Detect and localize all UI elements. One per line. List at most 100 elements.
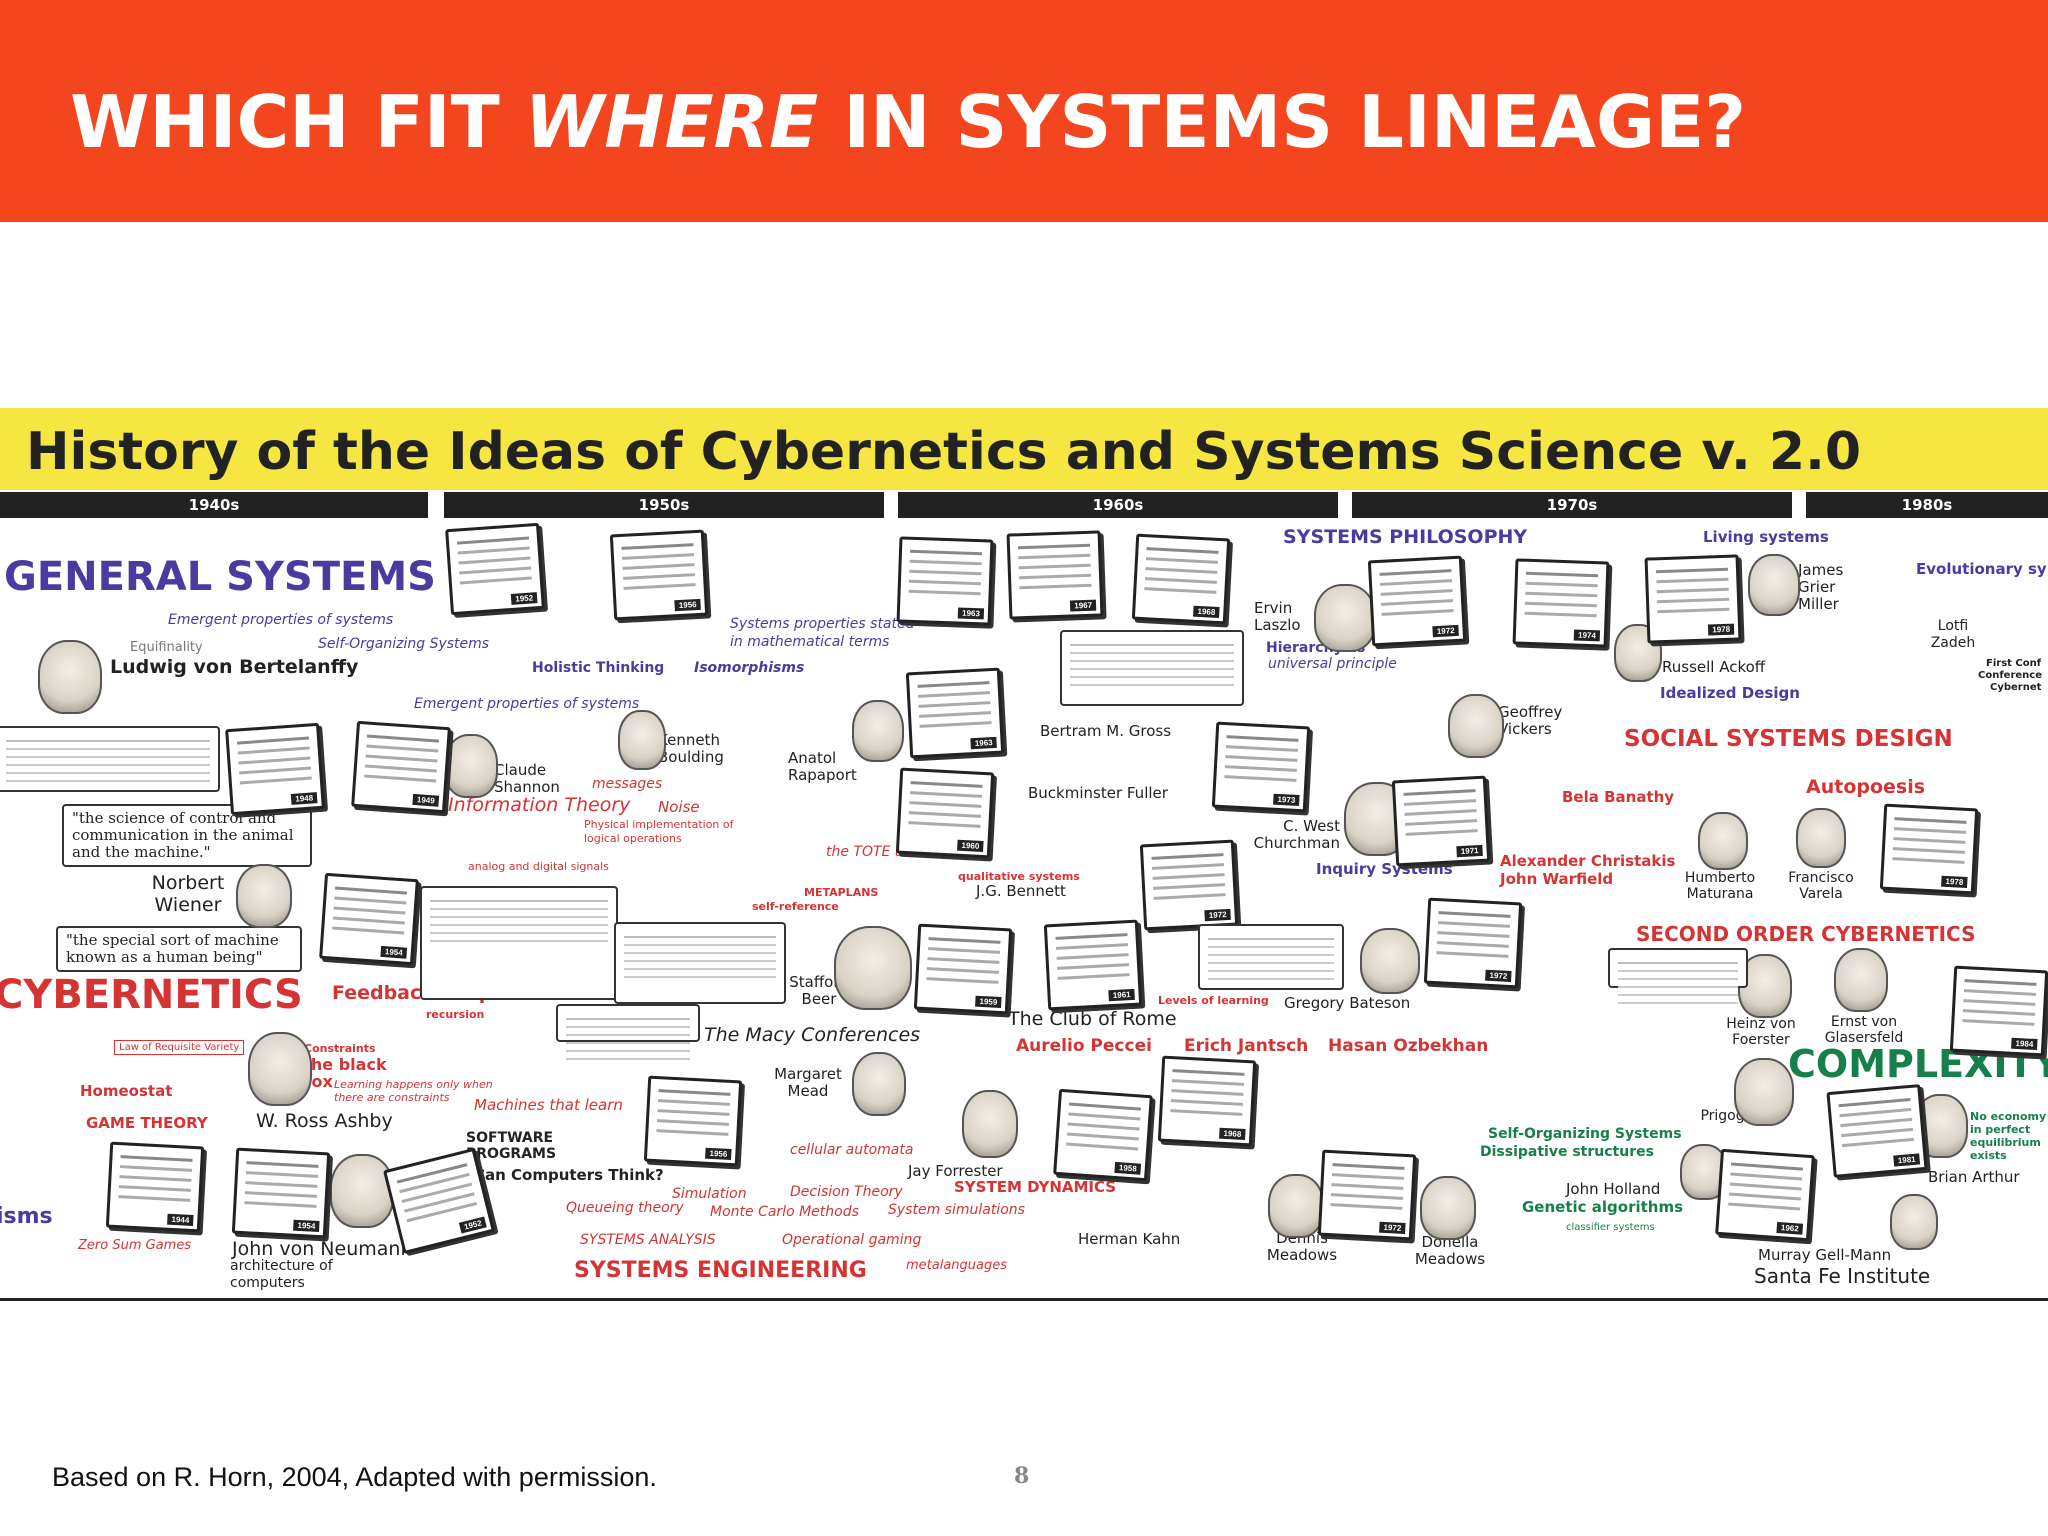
- concept-label: Noise: [658, 798, 700, 816]
- concept-label: No economy: [1970, 1110, 2047, 1123]
- heading-living-systems: Living systems: [1703, 528, 1829, 546]
- person-name: Ervin Laszlo: [1254, 599, 1301, 634]
- text-note: [556, 1004, 700, 1042]
- person-name: W. Ross Ashby: [256, 1110, 393, 1132]
- text-note: [1060, 630, 1244, 706]
- portrait-image: [1314, 584, 1376, 652]
- decade-bar: 1960s: [898, 492, 1338, 518]
- heading-evolutionary: Evolutionary sy: [1916, 560, 2047, 578]
- book-card: 1978: [1879, 803, 1979, 895]
- portrait-image: [330, 1154, 394, 1228]
- book-card: 1963: [896, 536, 994, 626]
- concept-label: Physical implementation of: [584, 818, 734, 831]
- concept-label: Operational gaming: [782, 1232, 922, 1248]
- slide-footer-credit: Based on R. Horn, 2004, Adapted with per…: [52, 1462, 657, 1492]
- book-card: 1954: [319, 872, 419, 966]
- portrait-image: [1420, 1176, 1476, 1240]
- heading-cybernetics: CYBERNETICS: [0, 972, 303, 1018]
- person-name: Geoffrey Vickers: [1498, 703, 1563, 738]
- text-note: [1198, 924, 1344, 990]
- concept-label: exists: [1970, 1149, 2007, 1162]
- concept-label: PROGRAMS: [466, 1146, 557, 1162]
- concept-label: Idealized Design: [1660, 684, 1800, 702]
- concept-label: System simulations: [888, 1202, 1025, 1218]
- person-name: James Grier Miller: [1798, 561, 1844, 613]
- heading-isms: isms: [0, 1204, 53, 1229]
- portrait-image: [962, 1090, 1018, 1158]
- person-name: Buckminster Fuller: [1028, 784, 1168, 802]
- person-name: Gregory Bateson: [1284, 994, 1411, 1012]
- person-name: Russell Ackoff: [1662, 658, 1766, 676]
- concept-label: Emergent properties of systems: [414, 696, 640, 712]
- person-name: Humberto Maturana: [1684, 870, 1756, 902]
- person-name: J.G. Bennett: [976, 882, 1066, 900]
- concept-label: Equifinality: [130, 640, 203, 655]
- portrait-image: [1268, 1174, 1324, 1238]
- concept-label: analog and digital signals: [468, 860, 609, 873]
- concept-label: architecture of: [230, 1258, 333, 1274]
- concept-label: Self-Organizing Systems: [318, 636, 490, 652]
- book-card: 1972: [1317, 1149, 1417, 1241]
- person-name: Aurelio Peccei: [1016, 1036, 1152, 1056]
- concept-label: Constraints: [304, 1042, 376, 1055]
- concept-label: Simulation: [672, 1186, 747, 1202]
- portrait-image: [444, 734, 498, 798]
- person-name: Francisco Varela: [1788, 870, 1854, 902]
- person-name: Anatol Rapaport: [788, 749, 857, 784]
- concept-label: Systems properties stated: [730, 616, 915, 632]
- person-name: Jay Forrester: [908, 1162, 1003, 1180]
- portrait-image: [834, 926, 912, 1010]
- concept-label: recursion: [426, 1008, 485, 1021]
- concept-label: Law of Requisite Variety: [114, 1040, 245, 1055]
- concept-label: messages: [592, 776, 663, 792]
- heading-second-order-cybernetics: SECOND ORDER CYBERNETICS: [1636, 922, 1976, 946]
- person-name: Herman Kahn: [1078, 1230, 1181, 1248]
- concept-label: Decision Theory: [790, 1184, 903, 1200]
- book-card: 1952: [382, 1147, 496, 1255]
- text-note: [1608, 948, 1748, 988]
- book-card: 1944: [105, 1141, 205, 1233]
- person-name: Brian Arthur: [1928, 1168, 2020, 1186]
- book-card: 1960: [895, 767, 995, 859]
- concept-label: Conference: [1978, 670, 2043, 681]
- person-name: Lotfi Zadeh: [1930, 618, 1976, 651]
- person-name: Stafford Beer: [789, 973, 849, 1008]
- book-card: 1978: [1644, 554, 1742, 644]
- book-card: 1948: [225, 722, 325, 816]
- heading-general-systems: GENERAL SYSTEMS: [4, 554, 436, 600]
- portrait-image: [248, 1032, 312, 1106]
- person-name: Murray Gell-Mann: [1758, 1246, 1892, 1264]
- concept-label: equilibrium: [1970, 1136, 2041, 1149]
- wiener-quote: "the special sort of machine known as a …: [56, 926, 302, 972]
- concept-label: Genetic algorithms: [1522, 1198, 1684, 1216]
- book-card: 1968: [1131, 533, 1231, 625]
- book-card: 1952: [445, 522, 545, 616]
- poster-banner: History of the Ideas of Cybernetics and …: [0, 408, 2048, 490]
- concept-label: logical operations: [584, 832, 682, 845]
- book-card: 1959: [913, 923, 1013, 1015]
- person-name: Bela Banathy: [1562, 788, 1675, 806]
- concept-label: Monte Carlo Methods: [710, 1204, 859, 1220]
- concept-label: Machines that learn: [474, 1096, 623, 1114]
- person-name: Alexander Christakis: [1500, 852, 1676, 870]
- person-name: Bertram M. Gross: [1040, 722, 1172, 740]
- concept-label: in mathematical terms: [730, 634, 890, 650]
- person-name: Hasan Ozbekhan: [1328, 1036, 1489, 1056]
- heading-systems-philosophy: SYSTEMS PHILOSOPHY: [1283, 526, 1528, 548]
- concept-label: SYSTEMS ANALYSIS: [580, 1232, 716, 1248]
- book-card: 1958: [1053, 1088, 1153, 1182]
- concept-label: in perfect: [1970, 1123, 2031, 1136]
- concept-label: Homeostat: [80, 1082, 173, 1100]
- decade-bar: 1980s: [1806, 492, 2048, 518]
- concept-label: Cybernet: [1990, 682, 2042, 693]
- book-card: 1962: [1715, 1148, 1815, 1242]
- portrait-image: [1834, 948, 1888, 1012]
- book-card: 1981: [1826, 1084, 1928, 1178]
- decade-bar: 1950s: [444, 492, 884, 518]
- concept-label: First Conf: [1986, 658, 2042, 669]
- concept-label: there are constraints: [334, 1091, 450, 1104]
- concept-label: cellular automata: [790, 1142, 914, 1158]
- concept-label: classifier systems: [1566, 1222, 1655, 1233]
- decade-bar: 1940s: [0, 492, 428, 518]
- slide-title: WHICH FIT WHERE IN SYSTEMS LINEAGE?: [70, 80, 1747, 164]
